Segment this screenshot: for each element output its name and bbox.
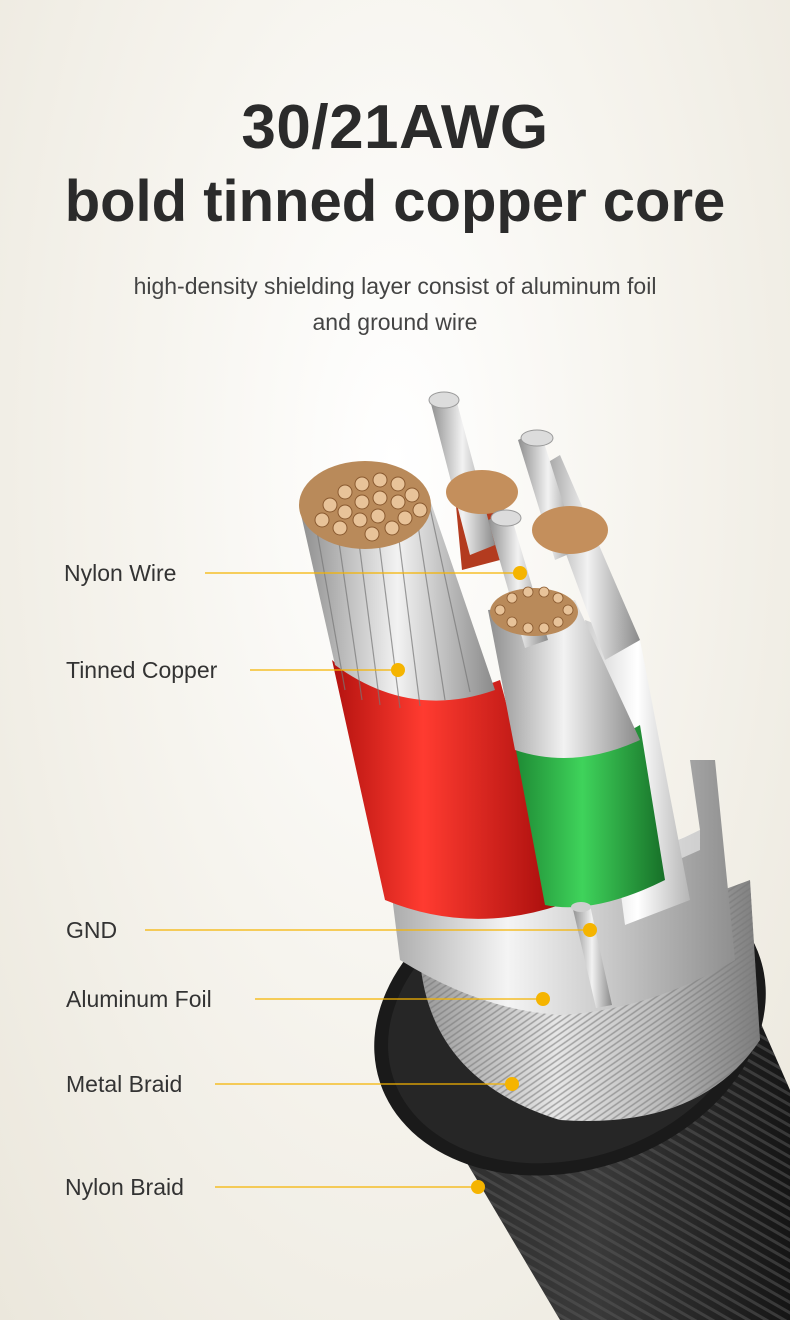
label-nylon-wire: Nylon Wire [64, 560, 177, 586]
subtitle-line-1: high-density shielding layer consist of … [133, 273, 657, 299]
callout-dot-tinned-copper [391, 663, 405, 677]
rear-wire-bundle [428, 391, 608, 570]
label-nylon-braid: Nylon Braid [65, 1174, 184, 1200]
label-aluminum-foil: Aluminum Foil [66, 986, 212, 1012]
title-line-2: bold tinned copper core [64, 169, 726, 234]
subtitle-line-2: and ground wire [312, 309, 478, 335]
callout-dot-metal-braid [505, 1077, 519, 1091]
red-wire [299, 461, 560, 919]
title-line-1: 30/21AWG [241, 93, 549, 162]
callout-dot-aluminum-foil [536, 992, 550, 1006]
callout-dot-nylon-braid [471, 1180, 485, 1194]
callouts [145, 572, 590, 1188]
callout-dot-nylon-wire [513, 566, 527, 580]
label-metal-braid: Metal Braid [66, 1071, 183, 1097]
callout-dots [391, 566, 597, 1194]
ground-wire [571, 902, 612, 1008]
label-tinned-copper: Tinned Copper [66, 657, 218, 683]
green-wire [488, 509, 665, 908]
callout-dot-gnd [583, 923, 597, 937]
label-gnd: GND [66, 917, 118, 943]
